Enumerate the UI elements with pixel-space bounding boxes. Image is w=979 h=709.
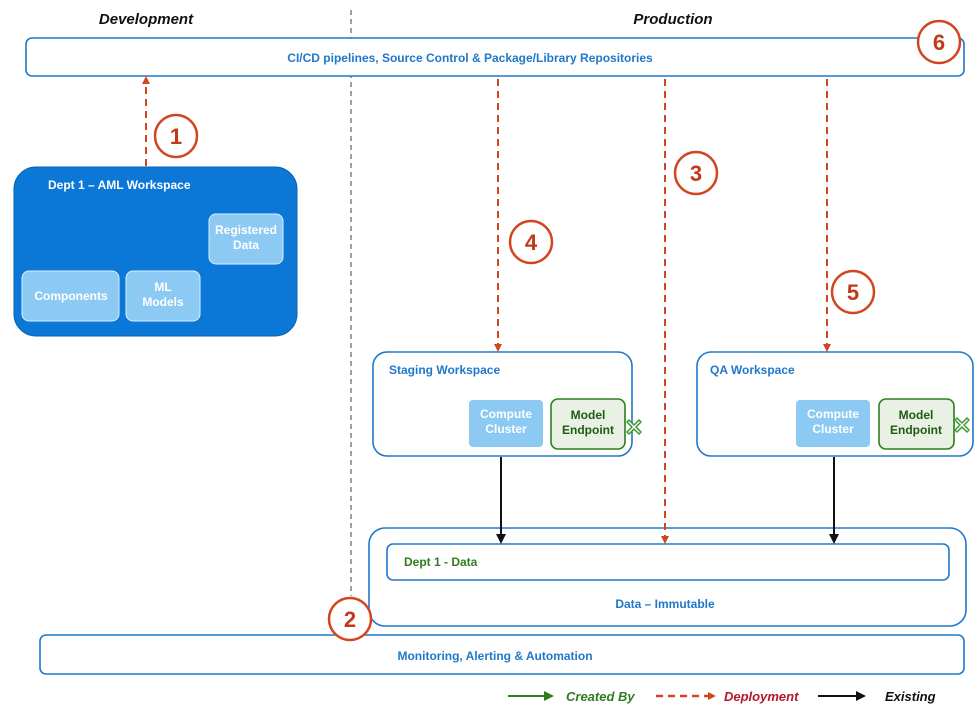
legend-existing-label: Existing bbox=[885, 689, 936, 704]
dev-workspace-title: Dept 1 – AML Workspace bbox=[48, 178, 191, 192]
compute-cluster-label: Compute bbox=[480, 407, 532, 421]
compute-cluster-label: Compute bbox=[807, 407, 859, 421]
ml-models-block: ML Models bbox=[125, 270, 201, 322]
step-circle-6: 6 bbox=[916, 19, 962, 65]
dept1-data-label: Dept 1 - Data bbox=[404, 555, 478, 569]
step-number: 1 bbox=[170, 124, 182, 149]
step-number: 3 bbox=[690, 161, 702, 186]
staging-workspace-title: Staging Workspace bbox=[389, 363, 500, 377]
step-circle-5: 5 bbox=[830, 269, 876, 315]
legend: Created By Deployment Existing bbox=[508, 689, 936, 704]
data-immutable-label: Data – Immutable bbox=[615, 597, 715, 611]
registered-data-label: Data bbox=[233, 238, 259, 252]
ml-models-label: ML bbox=[154, 280, 171, 294]
registered-data-block: Registered Data bbox=[208, 213, 284, 265]
monitoring-bar: Monitoring, Alerting & Automation bbox=[39, 634, 965, 675]
step-circle-1: 1 bbox=[153, 113, 199, 159]
compute-cluster-label: Cluster bbox=[485, 422, 527, 436]
cicd-bar: CI/CD pipelines, Source Control & Packag… bbox=[25, 37, 965, 77]
step-number: 2 bbox=[344, 607, 356, 632]
monitoring-label: Monitoring, Alerting & Automation bbox=[397, 649, 592, 663]
components-label: Components bbox=[34, 289, 108, 303]
model-endpoint-label: Model bbox=[571, 408, 606, 422]
components-block: Components bbox=[21, 270, 120, 322]
production-header: Production bbox=[633, 11, 712, 28]
staging-model-endpoint: Model Endpoint bbox=[550, 398, 626, 450]
model-endpoint-label: Endpoint bbox=[562, 423, 614, 437]
staging-workspace: Staging Workspace Compute Cluster Model … bbox=[372, 351, 642, 457]
qa-workspace-title: QA Workspace bbox=[710, 363, 795, 377]
legend-deployment-label: Deployment bbox=[724, 689, 799, 704]
legend-created-by-label: Created By bbox=[566, 689, 635, 704]
registered-data-label: Registered bbox=[215, 223, 277, 237]
qa-model-endpoint: Model Endpoint bbox=[878, 398, 955, 450]
step-number: 5 bbox=[847, 280, 859, 305]
step-number: 4 bbox=[525, 230, 538, 255]
ml-models-label: Models bbox=[142, 295, 184, 309]
compute-cluster-label: Cluster bbox=[812, 422, 854, 436]
dept1-data-box bbox=[386, 543, 950, 581]
qa-compute-cluster: Compute Cluster bbox=[796, 400, 870, 447]
qa-workspace: QA Workspace Compute Cluster Model Endpo… bbox=[696, 351, 974, 457]
dev-aml-workspace: Dept 1 – AML Workspace Registered Data C… bbox=[13, 166, 298, 337]
step-circle-2: 2 bbox=[327, 596, 373, 642]
step-number: 6 bbox=[933, 30, 945, 55]
cicd-label: CI/CD pipelines, Source Control & Packag… bbox=[287, 51, 653, 65]
model-endpoint-label: Endpoint bbox=[890, 423, 942, 437]
staging-endpoint-x-icon bbox=[626, 419, 642, 435]
qa-endpoint-x-icon bbox=[954, 417, 970, 433]
step-circle-3: 3 bbox=[673, 150, 719, 196]
staging-compute-cluster: Compute Cluster bbox=[469, 400, 543, 447]
data-immutable-area: Dept 1 - Data Data – Immutable bbox=[368, 527, 967, 627]
development-header: Development bbox=[99, 11, 194, 28]
model-endpoint-label: Model bbox=[899, 408, 934, 422]
step-circle-4: 4 bbox=[508, 219, 554, 265]
